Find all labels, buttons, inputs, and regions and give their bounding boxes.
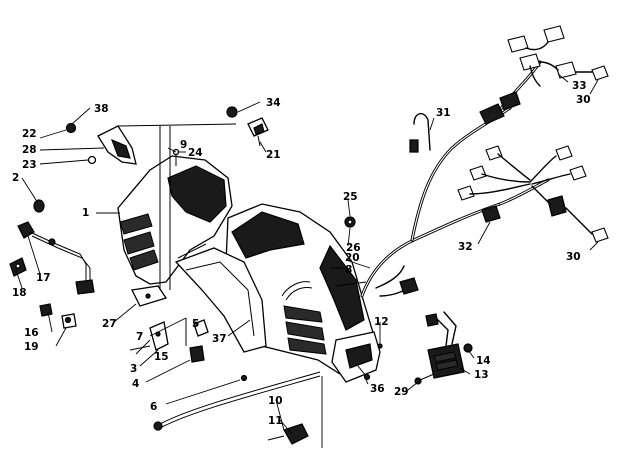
regulator-13 [425,311,465,379]
nut-22 [65,122,77,134]
callout-11: 11 [268,415,283,427]
bracket-10-11 [267,376,323,448]
grommet-25-26 [344,216,356,228]
callout-7: 7 [136,331,143,343]
callout-30-right: 30 [566,251,581,263]
callout-22: 22 [22,128,37,140]
callout-37: 37 [212,333,227,345]
callout-15: 15 [154,351,169,363]
callout-29: 29 [394,386,409,398]
throttle-switch-17 [17,221,95,295]
callout-26: 26 [346,242,361,254]
callout-25: 25 [343,191,358,203]
callout-33: 33 [572,80,587,92]
callout-31: 31 [436,107,451,119]
screw-12 [377,343,383,349]
callout-labels: 1 2 3 4 5 6 7 8 9 10 11 12 13 14 15 16 1… [12,80,591,427]
callout-4: 4 [132,378,139,390]
clip-3-4 [185,318,205,363]
callout-8: 8 [345,264,352,276]
callout-19: 19 [24,341,39,353]
callout-30-top: 30 [576,94,591,106]
switch-34 [226,106,269,147]
console-housing [117,155,381,383]
callout-36: 36 [370,383,385,395]
callout-9: 9 [180,139,187,151]
callout-1: 1 [82,207,89,219]
screw-36 [357,365,371,381]
callout-32: 32 [458,241,473,253]
washer-23 [87,155,97,165]
cable-6 [153,371,321,431]
screw-cover [240,374,248,382]
plate-27 [131,285,168,307]
callout-20: 20 [345,252,360,264]
connector-cluster-32 [457,145,609,243]
callout-38: 38 [94,103,109,115]
nut-14 [463,343,473,353]
grommet-2 [33,199,45,213]
callout-12: 12 [374,316,389,328]
callout-18: 18 [12,287,27,299]
callout-3: 3 [130,363,137,375]
wiring-harness [360,60,550,298]
callout-17: 17 [36,272,51,284]
leader-lines [15,73,599,435]
callout-16: 16 [24,327,39,339]
nut-16 [39,303,53,317]
callout-21: 21 [266,149,281,161]
callout-28: 28 [22,144,37,156]
clip-5 [193,319,209,337]
switch-18 [9,257,27,277]
callout-27: 27 [102,318,117,330]
connector-cluster-33 [479,25,609,125]
connector-20-area [399,205,501,295]
callout-10: 10 [268,395,283,407]
upper-bracket [97,123,237,300]
callout-13: 13 [474,369,489,381]
callout-24: 24 [188,147,203,159]
switch-19 [61,313,77,329]
callout-6: 6 [150,401,157,413]
callout-2: 2 [12,172,19,184]
callout-14: 14 [476,355,491,367]
callout-5: 5 [192,318,199,330]
callout-23: 23 [22,159,37,171]
callout-34: 34 [266,97,281,109]
bolt-29 [414,373,435,385]
